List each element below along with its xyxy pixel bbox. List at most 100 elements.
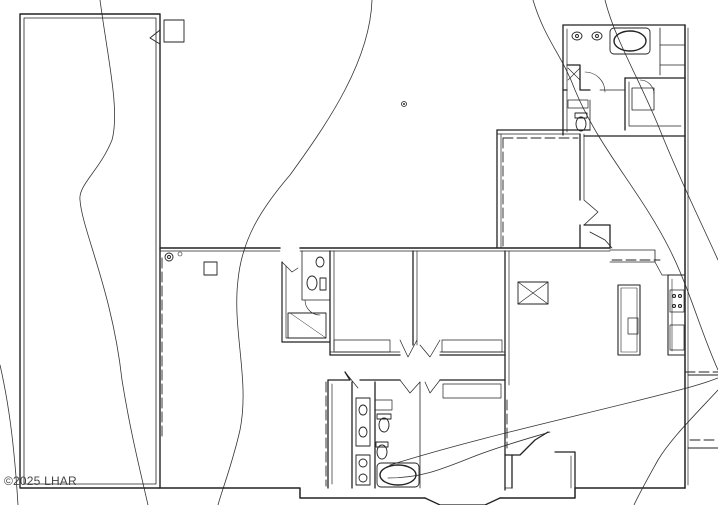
wall: [19, 13, 161, 489]
door-swing-icon: [589, 231, 613, 249]
contour-line: [0, 364, 19, 505]
door-swing-icon: [399, 339, 418, 358]
closet: [441, 339, 503, 353]
stove-icon: [677, 293, 683, 299]
sink-icon: [591, 31, 603, 41]
side-porch: [687, 374, 718, 449]
stove-icon: [671, 303, 677, 309]
wall: [289, 312, 327, 339]
counter: [667, 274, 686, 356]
bathtub-icon: [609, 27, 651, 55]
vanity: [355, 454, 371, 486]
vanity: [355, 397, 371, 447]
wall: [583, 224, 611, 249]
copyright-watermark: ©2025 LHAR: [4, 474, 77, 488]
vent-box: [203, 261, 218, 276]
wall: [499, 487, 686, 499]
sink-icon: [358, 426, 368, 438]
sink-icon: [315, 256, 325, 268]
front-entry: [424, 431, 576, 505]
stove-icon: [677, 303, 683, 309]
dashed-lines: [161, 137, 718, 487]
fixture-point: [177, 251, 183, 257]
sink-icon: [358, 404, 368, 416]
wall: [554, 451, 576, 489]
wall: [301, 250, 331, 301]
master-doors: [583, 199, 613, 249]
counter: [609, 249, 656, 263]
sink-icon: [595, 34, 599, 38]
toilet-icon: [375, 441, 389, 448]
door-swing-icon: [583, 199, 599, 226]
water-heater: [164, 252, 174, 262]
shower: [631, 87, 655, 111]
vent-box: [163, 19, 185, 43]
toilet-icon: [574, 112, 588, 119]
door-swing-icon: [584, 71, 606, 93]
lower-wing: [327, 371, 506, 489]
bathtub-icon: [376, 462, 420, 488]
sink-icon: [358, 458, 368, 468]
wall: [149, 29, 161, 45]
wall: [159, 487, 426, 499]
fixture-point: [401, 101, 407, 107]
left-wing: [19, 13, 185, 489]
wall: [285, 265, 327, 339]
contour-line: [217, 0, 373, 505]
toilet-icon: [306, 275, 318, 291]
wall: [659, 44, 686, 66]
master-suite: [496, 24, 686, 249]
lower-bath-fixtures: [355, 397, 420, 488]
contour-line: [387, 431, 551, 479]
skylight-icon: [517, 281, 549, 305]
wall: [628, 81, 682, 127]
kitchen: [609, 249, 686, 356]
wall: [566, 64, 591, 91]
master-bath-fixtures: [567, 27, 686, 132]
door-swing-icon: [639, 79, 655, 95]
door-swing-icon: [344, 371, 359, 389]
sink-icon: [627, 317, 639, 335]
wall: [424, 497, 501, 505]
toilet-icon: [376, 413, 392, 420]
contour-line: [532, 0, 718, 371]
wall: [281, 261, 331, 343]
wall: [327, 371, 351, 381]
door-swing-icon: [419, 339, 441, 358]
vanity: [567, 99, 589, 109]
contour-line: [79, 0, 149, 505]
toilet-icon: [319, 277, 327, 291]
contour-line: [633, 389, 718, 505]
door-swing-icon: [654, 261, 669, 276]
bathtub-icon: [613, 30, 647, 52]
contour-line: [389, 377, 718, 466]
sink-icon: [571, 31, 583, 41]
stove-icon: [669, 289, 685, 313]
shower: [287, 312, 327, 339]
closet: [333, 339, 391, 353]
sink-icon: [575, 34, 579, 38]
wall: [567, 67, 581, 81]
door-swing-icon: [304, 299, 321, 316]
skylight-icon: [517, 281, 549, 305]
sink-icon: [358, 473, 368, 483]
bedroom-walls: [329, 250, 510, 491]
door-swing-icon: [424, 379, 441, 394]
wall: [23, 17, 157, 485]
fridge: [669, 324, 685, 351]
bathtub-icon: [379, 464, 417, 486]
toilet-icon: [376, 444, 388, 460]
toilet-icon: [378, 417, 390, 433]
fixture-point: [402, 102, 406, 106]
contour-line: [604, 0, 718, 261]
skylights: [164, 101, 549, 305]
stove-icon: [671, 293, 677, 299]
kitchen-island: [617, 284, 641, 356]
toilet-icon: [575, 116, 587, 132]
closet: [442, 383, 502, 399]
kitchen-island: [620, 287, 638, 353]
main-outline: [159, 24, 689, 499]
